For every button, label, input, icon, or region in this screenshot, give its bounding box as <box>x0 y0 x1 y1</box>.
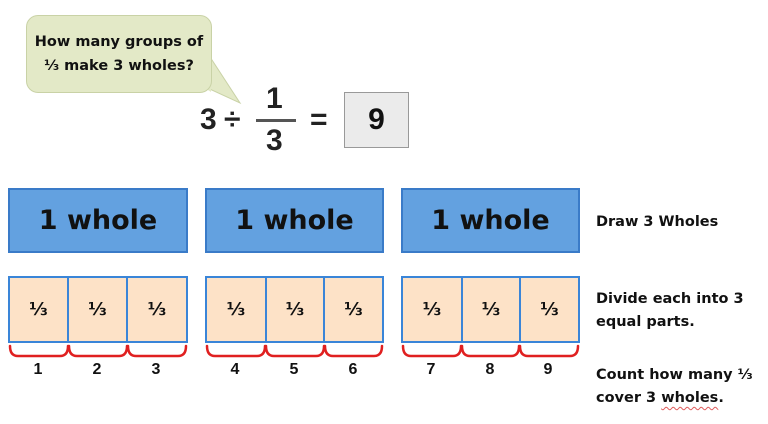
third-part-6: ⅓ <box>323 276 384 343</box>
third-part-5: ⅓ <box>265 276 325 343</box>
question-line-1: How many groups of <box>34 34 204 50</box>
count-number-1: 1 <box>33 361 43 378</box>
fraction-bar <box>256 119 296 122</box>
step-3-spellcheck-word: wholes <box>661 390 719 406</box>
equation-denominator: 3 <box>266 124 283 157</box>
count-number-7: 7 <box>426 361 436 378</box>
whole-label: 1 whole <box>38 205 158 236</box>
equation-numerator: 1 <box>266 82 283 115</box>
answer-box: 9 <box>344 92 409 148</box>
question-bubble: How many groups of ⅓ make 3 wholes? <box>26 15 212 93</box>
whole-label: 1 whole <box>431 205 550 236</box>
part-label: ⅓ <box>147 299 167 320</box>
whole-box-3: 1 whole <box>401 188 580 253</box>
step-3-label: Count how many ⅓ cover 3 wholes. <box>596 364 753 410</box>
equation-divide-sign: ÷ <box>224 103 241 136</box>
third-part-9: ⅓ <box>519 276 580 343</box>
part-label: ⅓ <box>540 299 559 320</box>
count-number-9: 9 <box>543 361 553 378</box>
third-part-8: ⅓ <box>461 276 521 343</box>
whole-box-1: 1 whole <box>8 188 188 253</box>
equation-equals-sign: = <box>310 103 328 136</box>
step-3-line-1: Count how many ⅓ <box>596 367 753 383</box>
step-3-line-2: cover 3 wholes. <box>596 387 753 410</box>
part-label: ⅓ <box>285 299 305 320</box>
part-label: ⅓ <box>481 299 501 320</box>
whole-label: 1 whole <box>235 205 354 236</box>
count-number-4: 4 <box>230 361 240 378</box>
step-3-text-c: . <box>718 390 724 406</box>
count-number-3: 3 <box>151 361 161 378</box>
part-label: ⅓ <box>29 299 48 320</box>
step-2-line-1: Divide each into 3 <box>596 291 744 307</box>
step-1-text: Draw 3 Wholes <box>596 214 719 230</box>
count-number-6: 6 <box>348 361 358 378</box>
answer-value: 9 <box>368 103 385 136</box>
equation-dividend: 3 <box>200 103 217 136</box>
step-1-label: Draw 3 Wholes <box>596 211 718 234</box>
step-2-label: Divide each into 3 equal parts. <box>596 288 744 334</box>
part-label: ⅓ <box>226 299 246 320</box>
third-part-7: ⅓ <box>401 276 463 343</box>
third-part-1: ⅓ <box>8 276 69 343</box>
part-label: ⅓ <box>88 299 107 320</box>
third-part-3: ⅓ <box>126 276 188 343</box>
third-part-2: ⅓ <box>67 276 128 343</box>
part-label: ⅓ <box>422 299 442 320</box>
count-number-8: 8 <box>485 361 495 378</box>
part-label: ⅓ <box>344 299 363 320</box>
count-number-5: 5 <box>289 361 299 378</box>
question-line-2: ⅓ make 3 wholes? <box>44 58 194 74</box>
step-2-line-2: equal parts. <box>596 314 695 330</box>
step-3-text-a: cover 3 <box>596 390 662 406</box>
whole-box-2: 1 whole <box>205 188 384 253</box>
count-number-2: 2 <box>92 361 102 378</box>
count-braces <box>8 344 580 358</box>
